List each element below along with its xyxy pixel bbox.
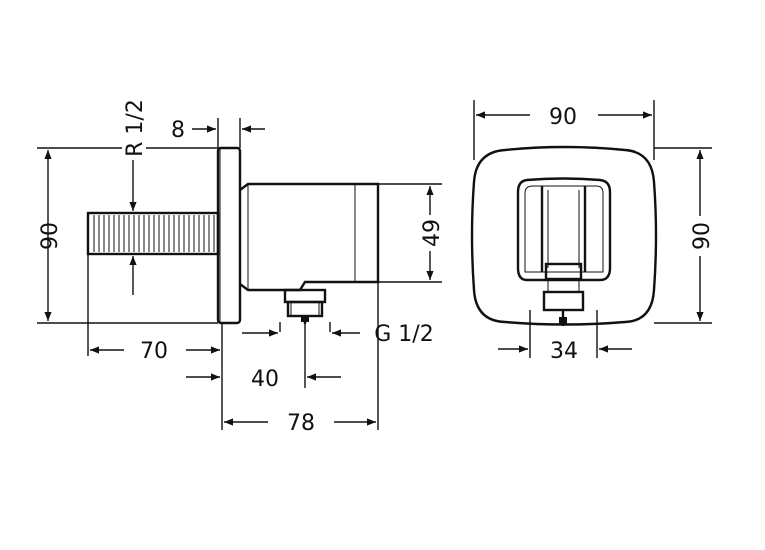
threaded-pipe [86, 211, 220, 256]
outlet-offset-label: 40 [251, 367, 279, 392]
dim-outlet-width-34: 34 [498, 339, 632, 364]
pipe-length-label: 70 [140, 339, 168, 364]
front-extension-lines [473, 100, 712, 358]
body-height-label: 49 [420, 219, 445, 247]
outlet-body [239, 182, 380, 324]
front-view: 90 90 34 [470, 100, 715, 364]
outlet-thread-label: G 1/2 [374, 322, 433, 347]
front-height-label: 90 [690, 222, 715, 250]
cover-plate [470, 145, 658, 326]
dim-depth-78: 78 [224, 411, 376, 436]
hose-holder [516, 177, 612, 326]
side-view: 90 R 1/2 8 49 70 [37, 99, 445, 436]
inlet-thread-label: R 1/2 [123, 99, 148, 157]
dim-body-49: 49 [418, 186, 445, 280]
outlet-width-label: 34 [550, 339, 578, 364]
flange-thickness-label: 8 [171, 118, 185, 143]
dim-inlet-thread: R 1/2 [122, 99, 148, 295]
dim-outlet-40: 40 [186, 367, 341, 392]
dim-pipe-70: 70 [90, 339, 220, 364]
wall-flange [216, 146, 242, 325]
depth-label: 78 [287, 411, 315, 436]
extension-lines [37, 118, 442, 430]
dim-height-90: 90 [38, 150, 63, 321]
dim-outlet-thread: G 1/2 [242, 322, 434, 347]
dim-height-label: 90 [38, 222, 63, 250]
dim-flange-8: 8 [171, 118, 265, 143]
dim-front-height-90: 90 [688, 150, 715, 321]
dim-front-width-90: 90 [476, 105, 652, 130]
front-width-label: 90 [549, 105, 577, 130]
